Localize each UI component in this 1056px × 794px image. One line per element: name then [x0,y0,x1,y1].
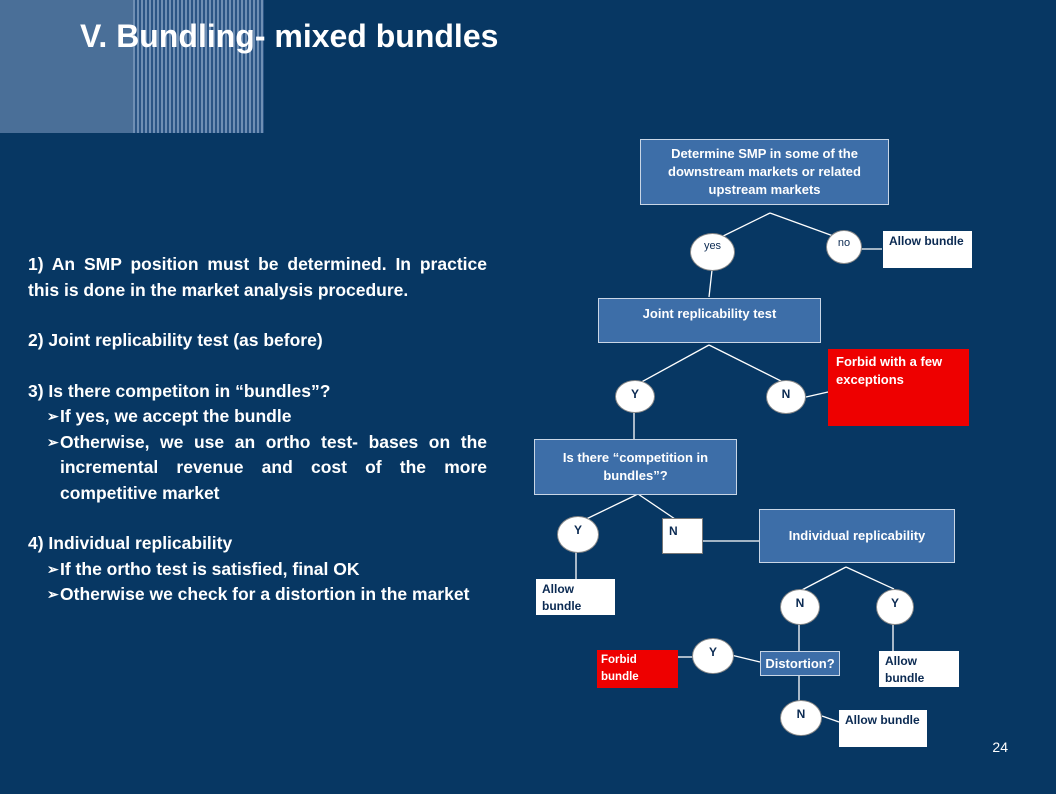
allow-bundle-box: Allow bundle [879,651,959,687]
arrow-bullet-icon: ➢ [47,433,59,450]
joint-replicability-box: Joint replicability test [598,298,821,343]
forbid-bundle-box: Forbid bundle [597,650,678,688]
competition-in-bundles-box: Is there “competition in bundles”? [534,439,737,495]
decorative-block [0,0,133,133]
bullet-item-1: 1) An SMP position must be determined. I… [28,254,487,300]
connector-line [708,344,788,385]
determine-smp-box: Determine SMP in some of the downstream … [640,139,889,205]
yes-node: yes [690,233,735,271]
n-node: N [780,700,822,736]
y-node: Y [557,516,599,553]
allow-bundle-box: Allow bundle [536,579,615,615]
connector-line [708,269,713,298]
n-node: N [662,518,703,554]
bullet-item-4: 4) Individual replicability [28,533,233,553]
bullet-sub-3a: ➢ If yes, we accept the bundle [28,404,487,430]
slide-title: V. Bundling- mixed bundles [80,18,499,54]
n-node: N [766,380,806,414]
arrow-bullet-icon: ➢ [47,560,59,577]
connector-line [821,715,840,723]
connector-line [635,344,710,386]
no-node: no [826,230,862,264]
arrow-bullet-icon: ➢ [47,586,59,602]
arrow-bullet-icon: ➢ [47,408,59,424]
forbid-with-exceptions-box: Forbid with a few exceptions [828,349,969,426]
page-number: 24 [992,739,1008,755]
connector-line [797,566,847,593]
n-node: N [780,589,820,625]
bullet-sub-4a: ➢ If the ortho test is satisfied, final … [28,557,487,583]
decorative-stripes [133,0,264,133]
connector-line [805,391,829,398]
connector-line [845,566,895,590]
connector-line [637,493,676,520]
bullet-sub-4b: ➢ Otherwise we check for a distortion in… [28,582,487,608]
bullet-item-3: 3) Is there competiton in “bundles”? [28,380,331,401]
bullet-sub-3b: ➢ Otherwise, we use an ortho test- bases… [47,431,487,503]
y-node: Y [692,638,734,674]
individual-replicability-box: Individual replicability [759,509,955,563]
bullet-item-2: 2) Joint replicability test (as before) [28,330,323,350]
allow-bundle-box: Allow bundle [883,231,972,268]
y-node: Y [876,589,914,625]
distortion-box: Distortion? [760,651,840,676]
y-node: Y [615,380,655,413]
bullet-list: 1) An SMP position must be determined. I… [28,252,487,608]
connector-line [730,654,761,663]
allow-bundle-box: Allow bundle [839,710,927,747]
